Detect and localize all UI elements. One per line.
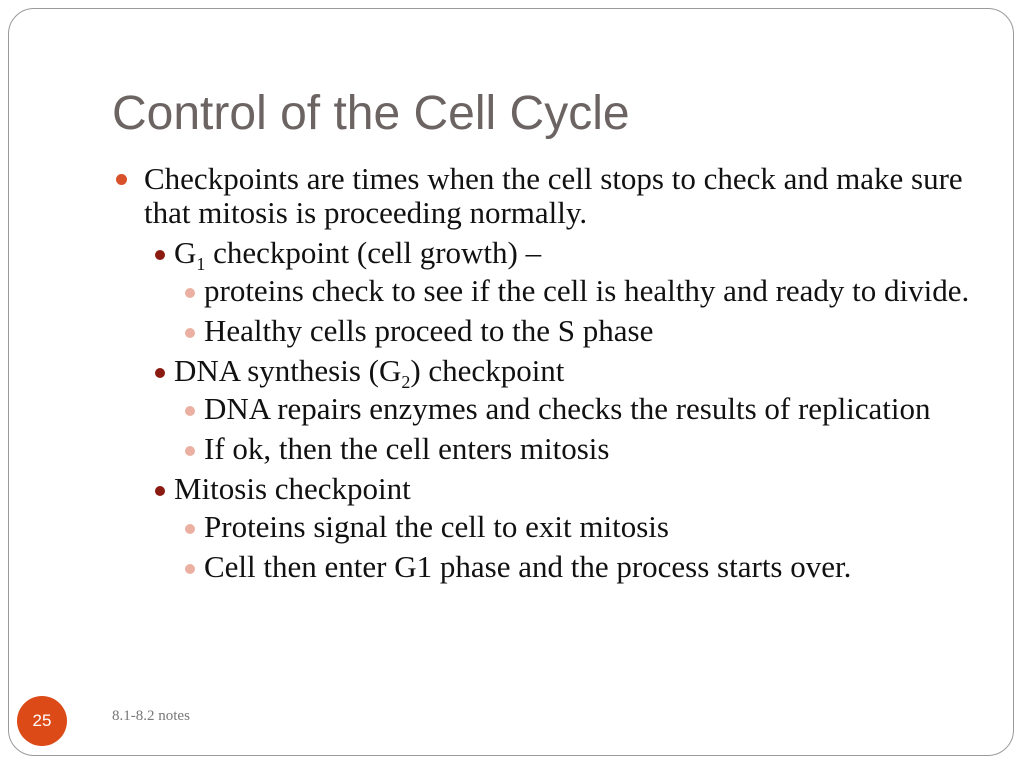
bullet-text-prefix: DNA synthesis (G [174,353,402,388]
bullet-dot-icon [185,288,195,298]
bullet-dot-icon [185,406,195,416]
slide-footer: 8.1-8.2 notes [112,708,190,724]
bullet-text: Proteins signal the cell to exit mitosis [204,509,669,544]
bullet-text-prefix: G [174,235,197,270]
bullet-dot-icon [185,446,195,456]
bullet-text: Cell then enter G1 phase and the process… [204,549,852,584]
bullet-dot-icon [155,250,165,260]
bullet-g1-item: proteins check to see if the cell is hea… [112,274,972,308]
bullet-g1-item: Healthy cells proceed to the S phase [112,314,972,348]
bullet-dot-icon [185,564,195,574]
subscript: 2 [401,372,411,393]
bullet-mitosis-item: Cell then enter G1 phase and the process… [112,550,972,584]
bullet-text-suffix: ) checkpoint [410,353,565,388]
bullet-dot-icon [155,368,165,378]
slide-frame [8,8,1014,756]
bullet-text: Mitosis checkpoint [174,471,411,506]
bullet-text: Checkpoints are times when the cell stop… [144,161,963,230]
bullet-dot-icon [155,486,165,496]
bullet-text: DNA repairs enzymes and checks the resul… [204,391,931,426]
bullet-dot-icon [185,328,195,338]
slide-body: Checkpoints are times when the cell stop… [112,162,972,590]
slide-title: Control of the Cell Cycle [112,87,630,140]
bullet-text: Healthy cells proceed to the S phase [204,313,654,348]
bullet-mitosis-checkpoint: Mitosis checkpoint [112,472,972,506]
bullet-dot-icon [185,524,195,534]
bullet-g2-item: If ok, then the cell enters mitosis [112,432,972,466]
bullet-checkpoints: Checkpoints are times when the cell stop… [112,162,972,230]
bullet-g2-checkpoint: DNA synthesis (G2) checkpoint [112,353,972,391]
bullet-g2-item: DNA repairs enzymes and checks the resul… [112,392,972,426]
bullet-text: proteins check to see if the cell is hea… [204,273,970,308]
bullet-text: If ok, then the cell enters mitosis [204,431,610,466]
bullet-g1-checkpoint: G1 checkpoint (cell growth) – [112,235,972,273]
subscript: 1 [196,254,206,275]
bullet-mitosis-item: Proteins signal the cell to exit mitosis [112,510,972,544]
bullet-text-suffix: checkpoint (cell growth) – [205,235,542,270]
slide-number-badge: 25 [17,696,67,746]
bullet-dot-icon [116,174,127,185]
